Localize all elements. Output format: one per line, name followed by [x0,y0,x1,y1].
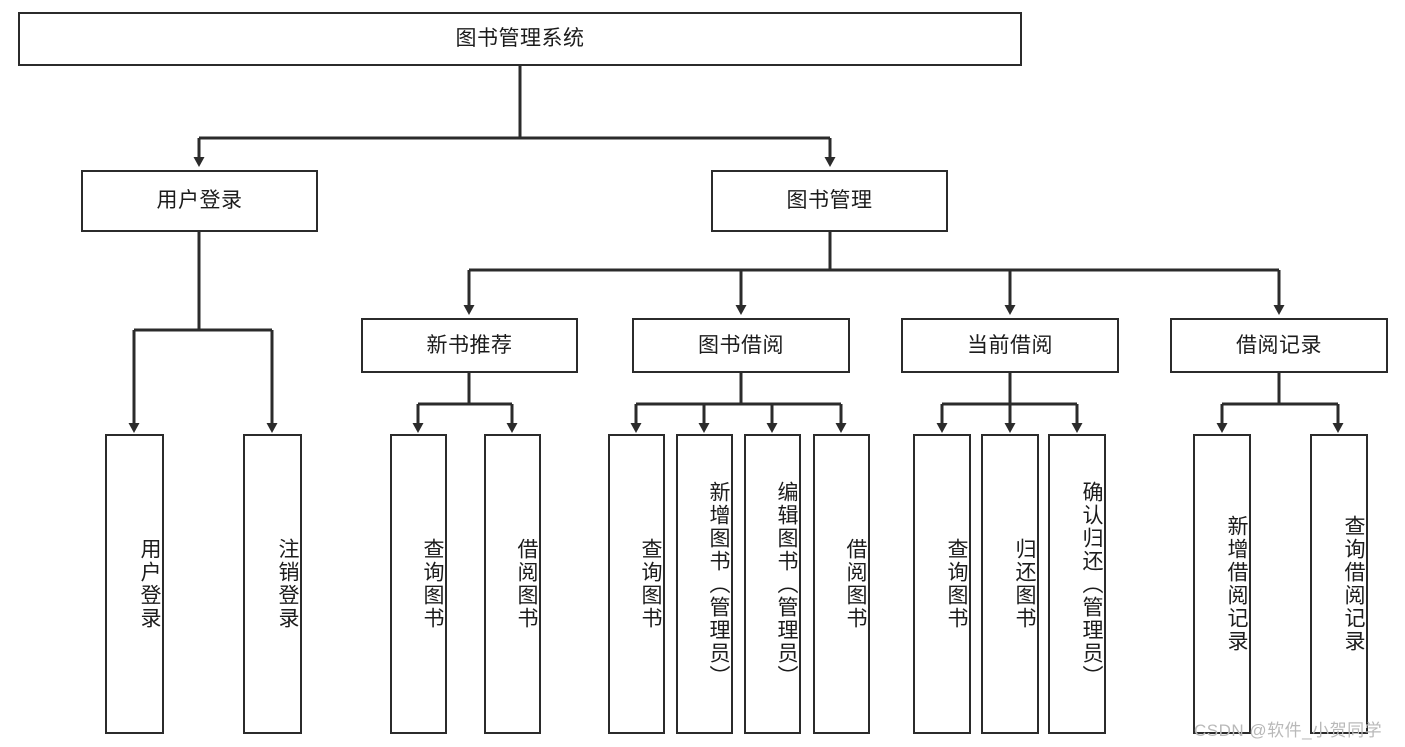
leaf-borrow-edit-book-admin[interactable]: 编辑图书（管理员） [744,434,801,734]
leaf-borrow-query-book[interactable]: 查询图书 [608,434,665,734]
leaf-current-confirm-return-admin[interactable]: 确认归还（管理员） [1048,434,1106,734]
leaf-label: 新增图书（管理员） [707,480,730,688]
node-book-borrow[interactable]: 图书借阅 [632,318,850,373]
node-book-borrow-label: 图书借阅 [698,333,784,357]
leaf-label: 用户登录 [138,538,161,630]
node-user-login[interactable]: 用户登录 [81,170,318,232]
leaf-current-return-book[interactable]: 归还图书 [981,434,1039,734]
node-current-borrow[interactable]: 当前借阅 [901,318,1119,373]
leaf-label: 查询图书 [421,538,444,630]
leaf-label: 编辑图书（管理员） [775,480,798,688]
leaf-recommend-query-book[interactable]: 查询图书 [390,434,447,734]
leaf-user-login-login[interactable]: 用户登录 [105,434,164,734]
leaf-label: 确认归还（管理员） [1080,480,1103,688]
leaf-user-login-logout[interactable]: 注销登录 [243,434,302,734]
leaf-record-query-record[interactable]: 查询借阅记录 [1310,434,1368,734]
leaf-label: 借阅图书 [515,538,538,630]
leaf-label: 查询图书 [639,538,662,630]
node-borrow-record-label: 借阅记录 [1236,333,1322,357]
node-book-management-label: 图书管理 [786,189,873,213]
leaf-label: 借阅图书 [844,538,867,630]
node-new-book-recommend-label: 新书推荐 [426,333,513,357]
leaf-label: 新增借阅记录 [1225,515,1248,653]
watermark: CSDN @软件_小贺同学 [1194,716,1382,741]
leaf-recommend-borrow-book[interactable]: 借阅图书 [484,434,541,734]
leaf-label: 归还图书 [1013,538,1036,630]
node-root-label: 图书管理系统 [455,27,585,51]
watermark-text: CSDN @软件_小贺同学 [1194,721,1383,740]
leaf-label: 查询借阅记录 [1342,515,1365,653]
leaf-borrow-borrow-book[interactable]: 借阅图书 [813,434,870,734]
node-book-management[interactable]: 图书管理 [711,170,948,232]
node-new-book-recommend[interactable]: 新书推荐 [361,318,578,373]
node-borrow-record[interactable]: 借阅记录 [1170,318,1388,373]
node-root[interactable]: 图书管理系统 [18,12,1022,66]
leaf-label: 查询图书 [945,538,968,630]
leaf-label: 注销登录 [276,538,299,630]
leaf-borrow-add-book-admin[interactable]: 新增图书（管理员） [676,434,733,734]
node-user-login-label: 用户登录 [156,189,243,213]
leaf-current-query-book[interactable]: 查询图书 [913,434,971,734]
leaf-record-add-record[interactable]: 新增借阅记录 [1193,434,1251,734]
node-current-borrow-label: 当前借阅 [967,333,1053,357]
